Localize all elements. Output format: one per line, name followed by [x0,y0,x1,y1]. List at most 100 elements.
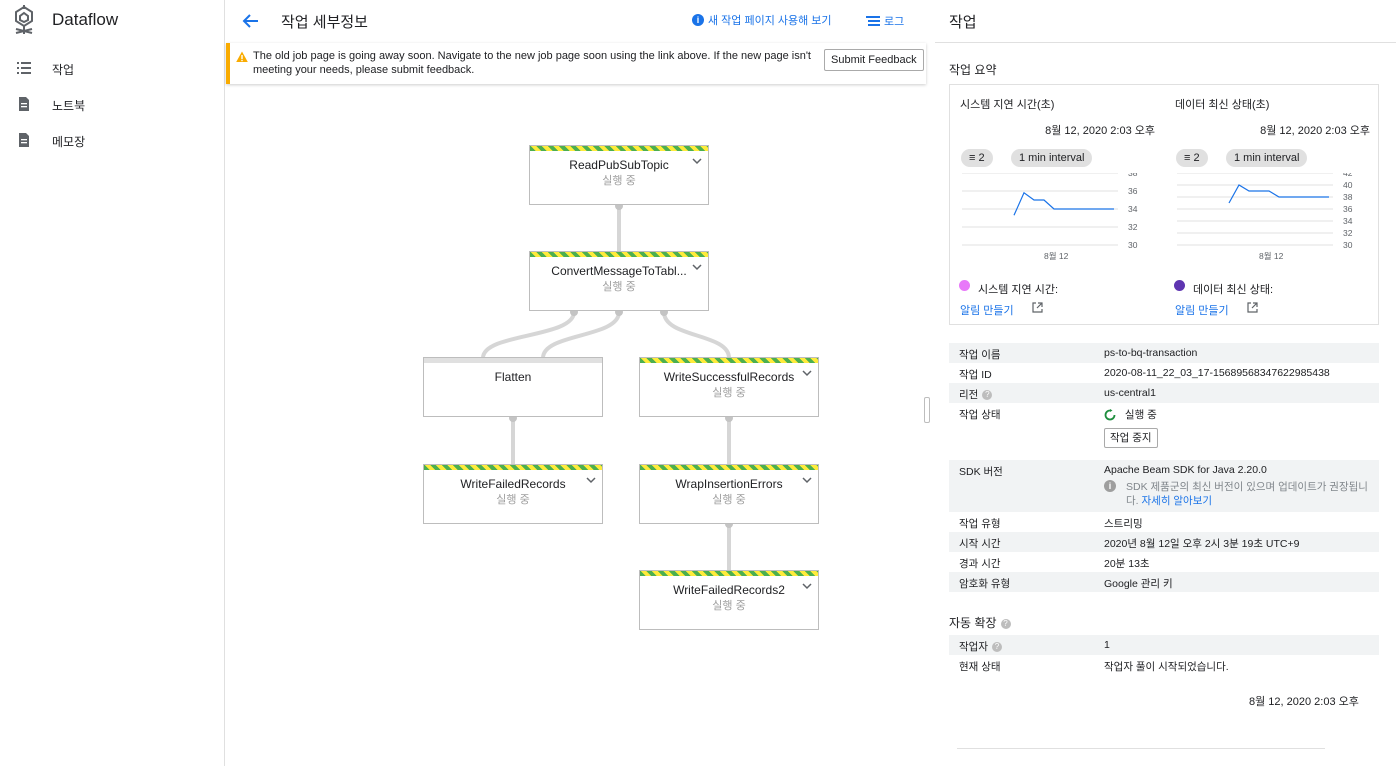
banner-message: The old job page is going away soon. Nav… [253,50,811,76]
logs-link[interactable]: 로그 [866,13,904,29]
external-link-icon[interactable] [1032,302,1043,313]
sidebar-item-label: 메모장 [52,135,86,149]
submit-feedback-button[interactable]: Submit Feedback [824,49,924,71]
graph-node[interactable]: WriteFailedRecords 실행 중 [423,464,603,524]
node-status: 실행 중 [712,494,746,506]
help-icon[interactable]: ? [982,390,993,401]
job-status-text: 실행 중 [1124,409,1157,421]
app-title: Dataflow [52,10,119,29]
panel-resize-handle[interactable] [924,397,930,423]
metric-date: 8월 12, 2020 2:03 오후 [1045,125,1155,137]
filter-chip[interactable]: ≡ 2 [961,149,993,167]
y-tick-label: 34 [1343,216,1353,226]
graph-node[interactable]: ReadPubSubTopic 실행 중 [529,145,709,205]
help-icon[interactable]: ? [1000,618,1011,629]
node-status-stripe [640,358,818,363]
autoscale-date: 8월 12, 2020 2:03 오후 [1249,696,1359,708]
edge [481,310,576,360]
y-tick-label: 36 [1343,204,1353,214]
sidebar: Dataflow 작업 노트북 메모장 [0,0,225,766]
filter-icon: ≡ [969,152,976,164]
brand[interactable]: Dataflow [0,0,225,40]
edge [541,310,621,360]
interval-chip[interactable]: 1 min interval [1011,149,1093,167]
filter-chip-count: 2 [1193,152,1200,164]
legend-dot [959,280,970,291]
running-icon [1104,409,1116,421]
graph-node[interactable]: ConvertMessageToTabl... 실행 중 [529,251,709,311]
info-key: 시작 시간 [959,538,1001,550]
sidebar-item-memo[interactable]: 메모장 [0,122,225,158]
new-job-page-link[interactable]: i 새 작업 페이지 사용해 보기 [692,12,832,28]
chevron-down-icon[interactable] [802,368,812,378]
workers-label: 작업자 [959,641,988,653]
y-tick-label: 38 [1343,192,1353,202]
chevron-down-icon[interactable] [692,156,702,166]
info-icon: i [692,14,704,26]
chevron-down-icon[interactable] [586,475,596,485]
dataflow-logo-icon [15,5,33,34]
graph-node[interactable]: WriteFailedRecords2 실행 중 [639,570,819,630]
node-status-stripe [640,465,818,470]
node-name: ReadPubSubTopic [569,158,669,172]
filter-chip[interactable]: ≡ 2 [1176,149,1208,167]
edge [662,310,731,360]
legend-label: 시스템 지연 시간: [978,284,1059,296]
warning-icon [236,51,248,62]
current-state-value: 작업자 풀이 시작되었습니다. [1104,661,1229,673]
y-tick-label: 38 [1128,173,1138,178]
deprecation-banner: The old job page is going away soon. Nav… [226,43,926,84]
y-tick-label: 40 [1343,180,1353,190]
workers-value: 1 [1104,639,1110,651]
job-status-value: 실행 중 [1104,407,1157,422]
autoscale-title: 자동 확장? [949,614,1011,631]
info-row: 시작 시간 2020년 8월 12일 오후 2시 3분 19초 UTC+9 [949,532,1379,552]
info-row: 작업 이름 ps-to-bq-transaction [949,343,1379,363]
node-status: 실행 중 [496,494,530,506]
info-key: 암호화 유형 [959,578,1011,590]
metric-title: 데이터 최신 상태(초) [1175,99,1270,111]
external-link-icon[interactable] [1247,302,1258,313]
graph-node[interactable]: WrapInsertionErrors 실행 중 [639,464,819,524]
y-tick-label: 32 [1343,228,1353,238]
legend-dot [1174,280,1185,291]
region-value: us-central1 [1104,387,1156,399]
job-type-value: 스트리밍 [1104,518,1143,530]
back-arrow-icon[interactable] [241,11,261,31]
chevron-down-icon[interactable] [802,475,812,485]
legend-label: 데이터 최신 상태: [1193,284,1274,296]
y-tick-label: 34 [1128,204,1138,214]
metric-system-latency: 시스템 지연 시간(초) 8월 12, 2020 2:03 오후 ≡ 2 1 m… [950,85,1165,324]
interval-chip[interactable]: 1 min interval [1226,149,1308,167]
encryption-value: Google 관리 키 [1104,578,1173,590]
info-row: 현재 상태 작업자 풀이 시작되었습니다. [949,655,1379,675]
stop-job-button[interactable]: 작업 중지 [1104,428,1158,448]
document-icon [19,133,29,147]
sidebar-item-label: 작업 [52,63,75,77]
learn-more-link[interactable]: 자세히 알아보기 [1141,495,1213,507]
sidebar-item-jobs[interactable]: 작업 [0,50,225,86]
info-row: 암호화 유형 Google 관리 키 [949,572,1379,592]
document-icon [19,97,29,111]
divider [957,748,1325,749]
node-status-stripe [530,146,708,151]
create-alert-link[interactable]: 알림 만들기 [960,305,1014,317]
chevron-down-icon[interactable] [802,581,812,591]
new-job-page-link-label: 새 작업 페이지 사용해 보기 [708,15,832,27]
graph-node[interactable]: Flatten [423,357,603,417]
node-status-stripe [424,465,602,470]
node-status-stripe [424,358,602,363]
info-row: 작업 유형 스트리밍 [949,512,1379,532]
node-name: WrapInsertionErrors [675,477,783,491]
job-info-panel: 작업 작업 요약 시스템 지연 시간(초) 8월 12, 2020 2:03 오… [935,0,1396,766]
sidebar-item-notebooks[interactable]: 노트북 [0,86,225,122]
sdk-notice-text: SDK 제품군의 최신 버전이 있으며 업데이트가 권장됩니다. [1126,481,1368,507]
y-tick-label: 36 [1128,186,1138,196]
graph-node[interactable]: WriteSuccessfulRecords 실행 중 [639,357,819,417]
chevron-down-icon[interactable] [692,262,702,272]
x-tick-label: 8월 12 [1044,251,1069,261]
logs-icon [866,16,880,26]
create-alert-link[interactable]: 알림 만들기 [1175,305,1229,317]
help-icon[interactable]: ? [991,642,1002,653]
series-line [1228,184,1329,204]
